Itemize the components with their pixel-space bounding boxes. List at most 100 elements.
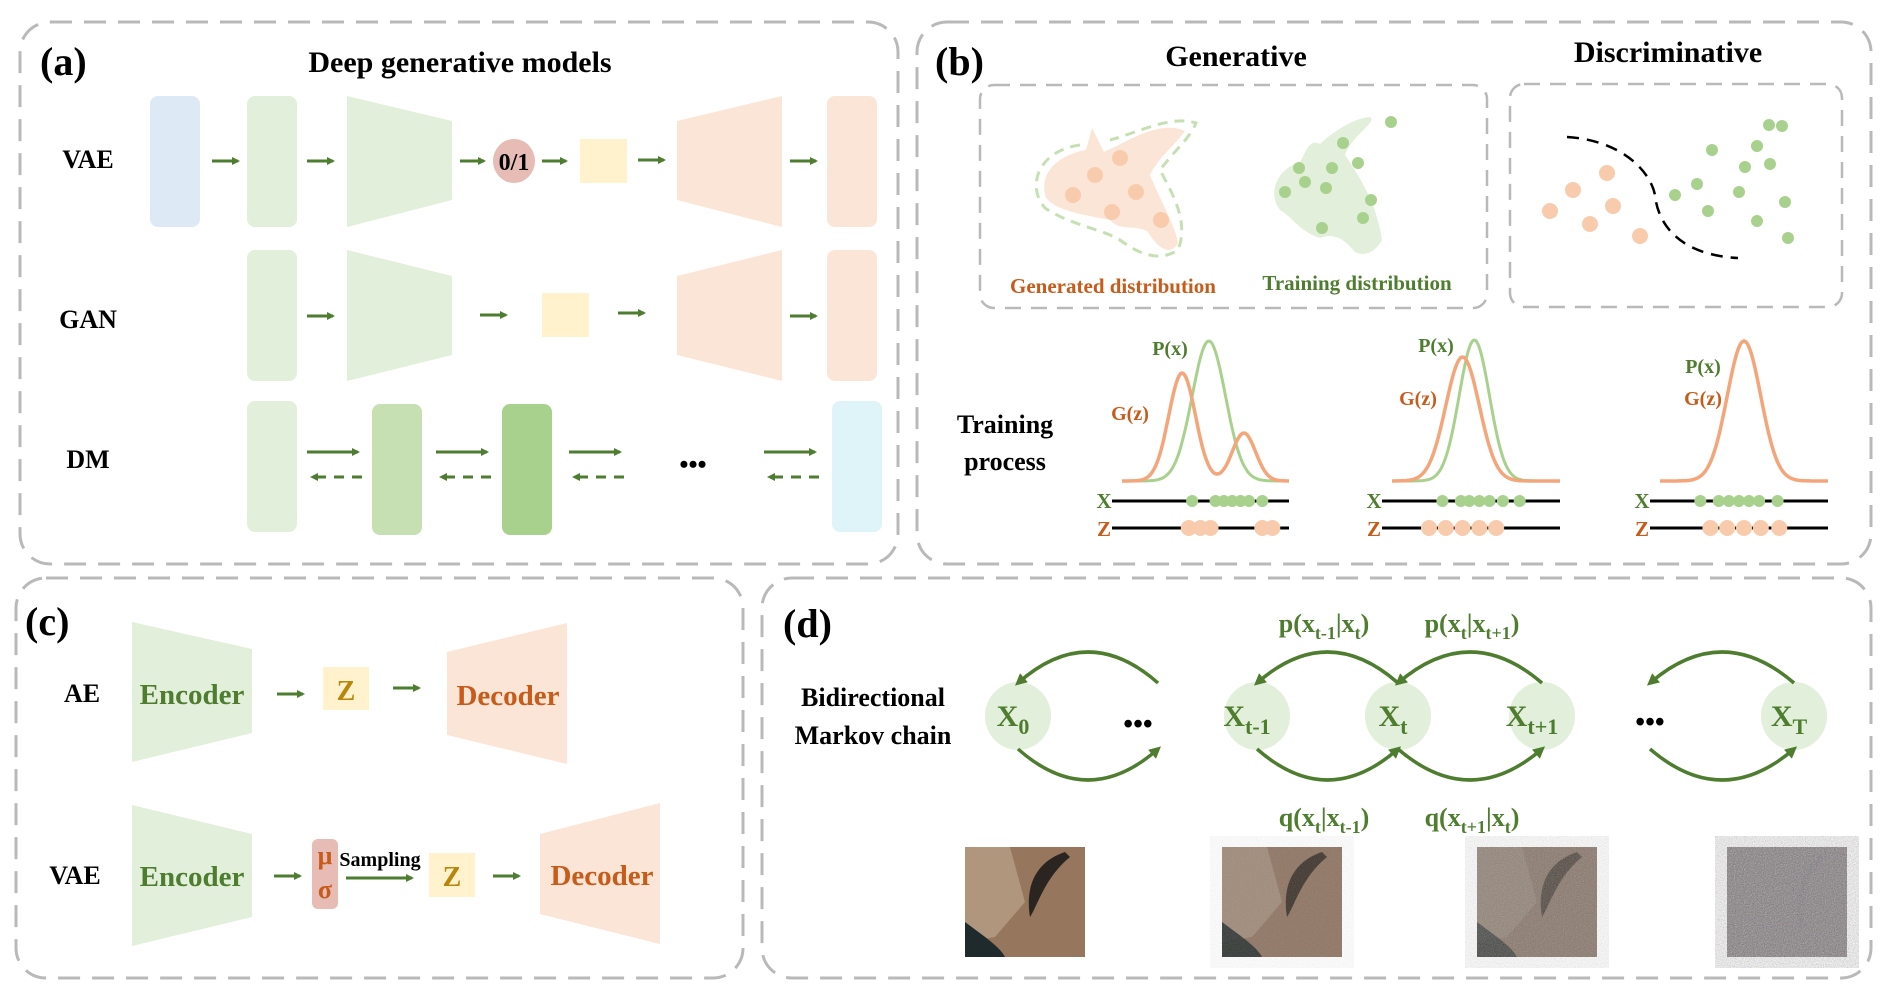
forward-label-1: q(xt|xt-1) — [1279, 803, 1370, 837]
z-axis-label: Z — [1635, 517, 1649, 541]
x-sample-dot — [1186, 495, 1199, 507]
encoder-trapezoid — [347, 96, 452, 227]
x-sample-dot — [1234, 495, 1247, 507]
row-label-ae: AE — [64, 679, 100, 708]
training-process-label-1: Training — [957, 410, 1053, 439]
generated-distribution-blob — [1044, 127, 1185, 250]
reverse-arc — [1015, 650, 1160, 686]
training-stages: P(x)G(z)XZP(x)G(z)XZP(x)G(z)XZ — [1096, 335, 1828, 541]
x-axis-label: X — [1366, 489, 1381, 513]
chain-node-X0: X0 — [985, 682, 1051, 750]
x-sample-dot — [1454, 495, 1467, 507]
forward-arc — [1255, 746, 1402, 782]
class-b-points — [1669, 119, 1794, 244]
p-label: P(x) — [1152, 338, 1188, 360]
forward-arc — [1648, 746, 1798, 782]
dm-ellipsis: ••• — [679, 450, 706, 479]
x-sample-dot — [1436, 495, 1449, 507]
chain-node-circle — [1509, 682, 1575, 750]
output-block — [827, 96, 877, 227]
vae-decoder-label: Decoder — [550, 860, 653, 892]
decision-boundary — [1566, 135, 1739, 260]
discriminative-title: Discriminative — [1574, 36, 1762, 69]
noise-overlay — [1222, 847, 1342, 957]
row-label-dm: DM — [66, 445, 109, 474]
mu-label: μ — [318, 841, 333, 870]
z-sample-dot — [1488, 520, 1505, 536]
training-stage-2: P(x) G(z) XZ — [1366, 335, 1560, 541]
x-axis-label: X — [1096, 489, 1111, 513]
chain-node-circle — [985, 682, 1051, 750]
diffusion-images — [965, 847, 1847, 957]
sampling-label: Sampling — [339, 849, 420, 871]
z-sample-dot — [1264, 520, 1281, 536]
latent-block — [580, 139, 627, 183]
diffusion-image-1 — [965, 847, 1085, 957]
diffusion-image-3 — [1477, 847, 1597, 957]
dm-step-0 — [247, 401, 297, 532]
x-sample-dot — [1242, 495, 1255, 507]
forward-arc — [1396, 746, 1546, 782]
vae-latent — [429, 853, 475, 897]
reverse-arc — [1646, 650, 1796, 686]
z-sample-dot — [1752, 520, 1769, 536]
vae-encoder — [132, 805, 252, 946]
terrain-river — [965, 922, 1005, 957]
x-sample-dot — [1753, 495, 1766, 507]
panel-c-border — [14, 576, 745, 980]
training-points — [1279, 116, 1397, 234]
chain-node-Xt: Xt — [1365, 682, 1431, 750]
z-sample-dot — [1180, 520, 1197, 536]
p-label: P(x) — [1418, 335, 1454, 357]
generator-trapezoid — [347, 250, 452, 381]
chain-node-circle — [1761, 682, 1827, 750]
panel-c-tag: (c) — [25, 599, 69, 644]
dm-step-2 — [502, 404, 552, 535]
forward-arc — [1016, 746, 1161, 782]
chain-ellipsis-right: ••• — [1635, 707, 1664, 738]
z-sample-dot — [1454, 520, 1471, 536]
p-curve — [1122, 339, 1289, 483]
z-axis-label: Z — [1367, 517, 1381, 541]
reverse-label-1: p(xt-1|xt) — [1279, 609, 1370, 643]
transition-labels: p(xt-1|xt)p(xt|xt+1)q(xt|xt-1)q(xt+1|xt) — [1279, 609, 1520, 837]
chain-node-label: Xt-1 — [1223, 700, 1270, 739]
chain-node-XT: XT — [1761, 682, 1827, 750]
x-sample-dot — [1771, 495, 1784, 507]
generative-title: Generative — [1165, 40, 1307, 73]
x-sample-dot — [1694, 495, 1707, 507]
training-outline-dashed — [1034, 119, 1198, 258]
input-block — [150, 96, 200, 227]
output-block — [827, 250, 877, 381]
panel-d-border — [760, 576, 1873, 980]
x-sample-dot — [1483, 495, 1496, 507]
g-label: G(z) — [1399, 388, 1437, 410]
diffusion-image-4 — [1727, 847, 1847, 957]
dm-step-1 — [372, 404, 422, 535]
x-sample-dot — [1732, 495, 1745, 507]
z-sample-dot — [1771, 520, 1788, 536]
p-curve — [1392, 338, 1560, 483]
chain-node-Xt+1: Xt+1 — [1506, 682, 1575, 750]
g-curve — [1122, 371, 1289, 483]
x-sample-dot — [1463, 495, 1476, 507]
feature-block — [247, 96, 297, 227]
vae-decoder — [540, 803, 660, 944]
z-sample-dot — [1702, 520, 1719, 536]
g-curve — [1392, 355, 1560, 483]
panel-b-tag: (b) — [935, 39, 984, 84]
z-sample-dot — [1719, 520, 1736, 536]
chain-node-circle — [1365, 682, 1431, 750]
row-label-gan: GAN — [59, 305, 117, 334]
training-distribution-label: Training distribution — [1262, 271, 1452, 295]
panel-a: (a) Deep generative models VAE 0/1 GAN D… — [18, 20, 900, 566]
markov-chain: X0 Xt-1 Xt Xt+1 XT — [985, 650, 1827, 782]
x-sample-dot — [1513, 495, 1526, 507]
class-a-points — [1542, 165, 1648, 244]
sigma-label: σ — [318, 875, 332, 904]
training-stage-3: P(x)G(z)XZ — [1634, 339, 1828, 541]
x-sample-dot — [1473, 495, 1486, 507]
discriminative-box — [1508, 82, 1844, 309]
x-axis-label: X — [1634, 489, 1649, 513]
panel-a-border — [18, 20, 900, 566]
